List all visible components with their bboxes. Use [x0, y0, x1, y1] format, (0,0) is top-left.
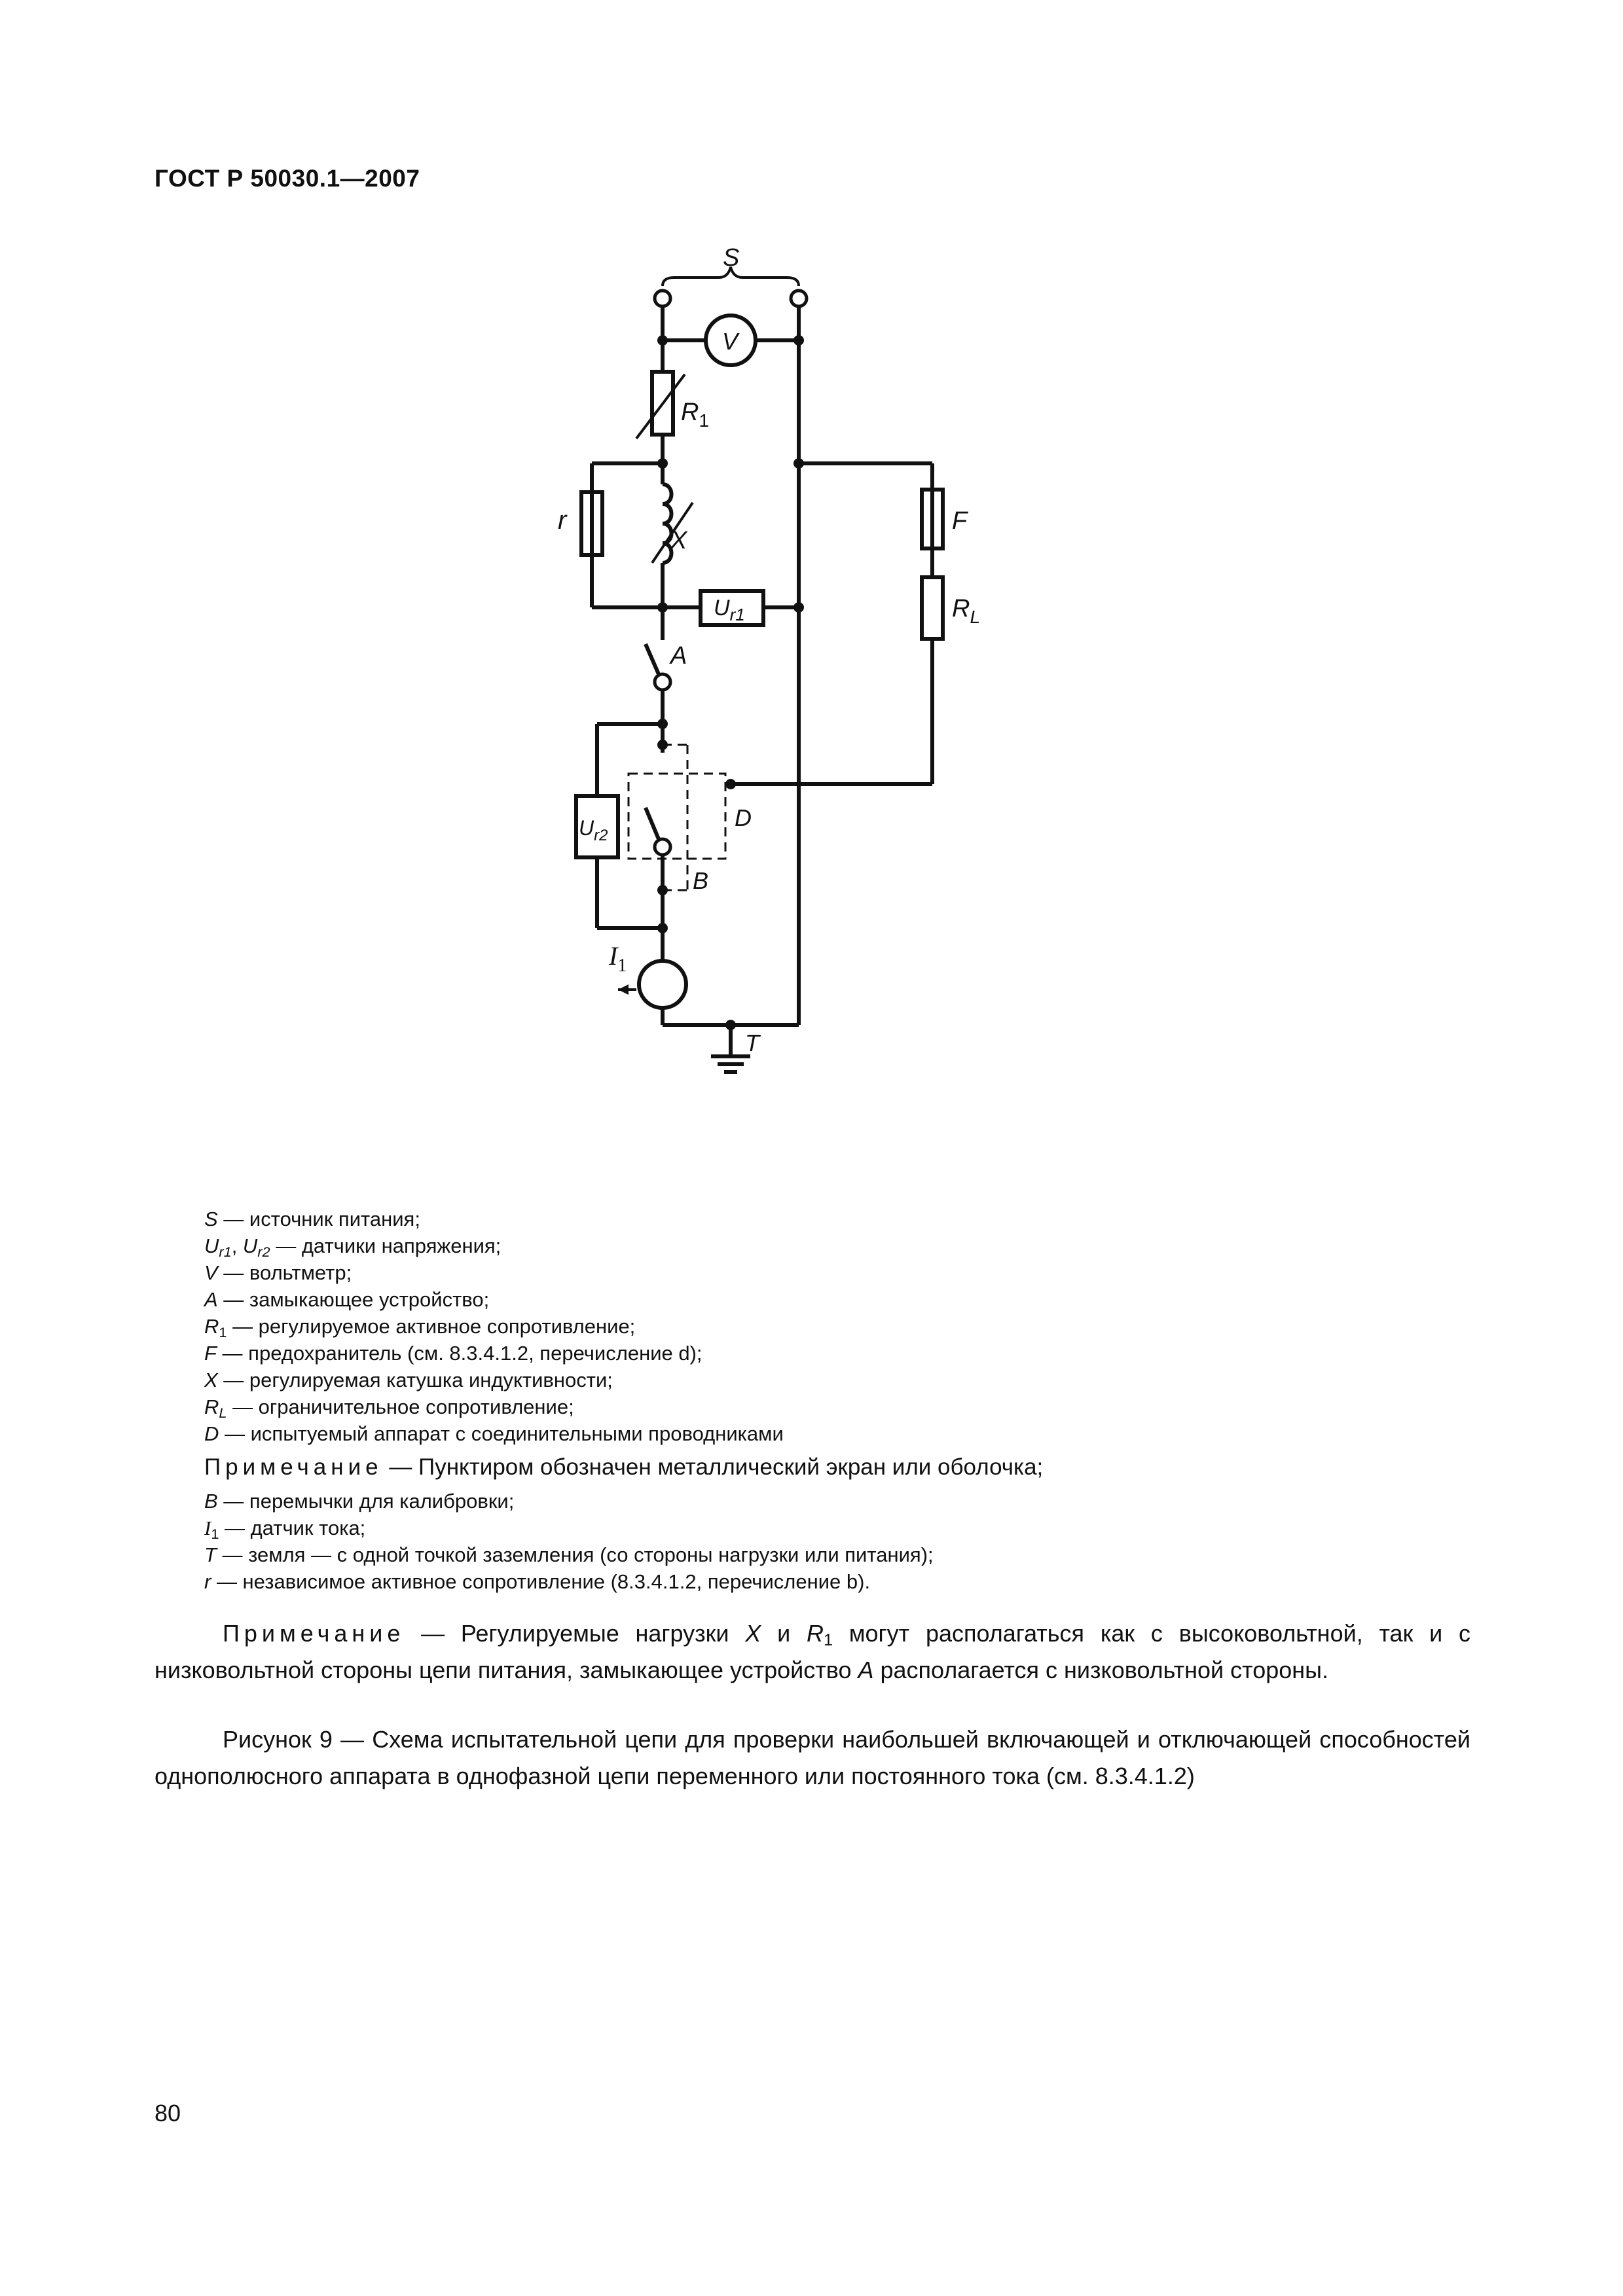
resistor-rl-icon [920, 575, 945, 641]
label-v: V [722, 328, 740, 355]
source-brace [661, 266, 800, 287]
main-note: Примечание — Регулируемые нагрузки X и R… [155, 1620, 1470, 1683]
label-r1: R1 [681, 399, 709, 431]
variable-arrow-x [651, 501, 694, 564]
device-d-contact [653, 837, 672, 857]
document-header: ГОСТ Р 50030.1—2007 [155, 165, 420, 192]
label-i1: I1 [608, 941, 627, 976]
label-t: T [745, 1030, 761, 1056]
legend-note: Примечание — Пунктиром обозначен металли… [204, 1454, 1044, 1480]
label-s: S [723, 244, 739, 272]
legend-item-d: D — испытуемый аппарат с соединительными… [204, 1422, 784, 1445]
switch-a-contact [653, 672, 672, 692]
inductor-x-icon [662, 482, 674, 565]
legend-item-rl: RL — ограничительное сопротивление; [204, 1395, 574, 1421]
figure-caption: Рисунок 9 — Схема испытательной цепи для… [155, 1726, 1470, 1789]
resistor-r-icon [579, 490, 604, 557]
current-sensor-i1-icon [637, 959, 688, 1010]
label-r: r [558, 506, 568, 535]
device-screen-dashed [627, 772, 727, 860]
legend-item-s: S — источник питания; [204, 1208, 420, 1230]
legend-item-t: T — земля — с одной точкой заземления (с… [204, 1543, 934, 1566]
circuit-diagram: S V R1 r X Ur1 F RL A Ur2 D B I1 T [558, 244, 980, 1074]
label-d: D [735, 804, 752, 831]
legend-item-r: r — независимое активное сопротивление (… [204, 1570, 871, 1593]
page-number: 80 [155, 2100, 181, 2126]
label-ur2: Ur2 [579, 816, 608, 844]
source-terminal-right [789, 289, 809, 308]
label-f: F [952, 507, 968, 535]
label-rl: RL [952, 595, 980, 627]
label-a: A [669, 642, 687, 670]
legend-item-x: X — регулируемая катушка индуктивности; [204, 1369, 613, 1391]
device-d-switch-icon [644, 806, 661, 840]
switch-a-icon [644, 643, 661, 675]
legend-item-ur: Ur1, Ur2 — датчики напряжения; [204, 1234, 501, 1260]
legend-item-a: A — замыкающее устройство; [204, 1288, 490, 1311]
label-b: B [693, 867, 708, 894]
figure-legend: S — источник питания; Ur1, Ur2 — датчики… [204, 1206, 1514, 1595]
label-x: X [670, 527, 688, 554]
label-ur1: Ur1 [714, 596, 745, 624]
legend-item-v: V — вольтметр; [204, 1261, 352, 1284]
earth-icon [711, 1054, 750, 1074]
legend-item-f: F — предохранитель (см. 8.3.4.1.2, переч… [204, 1342, 702, 1365]
legend-item-i1: I1 — датчик тока; [204, 1516, 366, 1542]
legend-item-r1: R1 — регулируемое активное сопротивление… [204, 1315, 636, 1340]
legend-item-b: B — перемычки для калибровки; [204, 1490, 515, 1513]
source-terminal-left [653, 289, 672, 308]
variable-arrow-r1 [635, 373, 686, 440]
